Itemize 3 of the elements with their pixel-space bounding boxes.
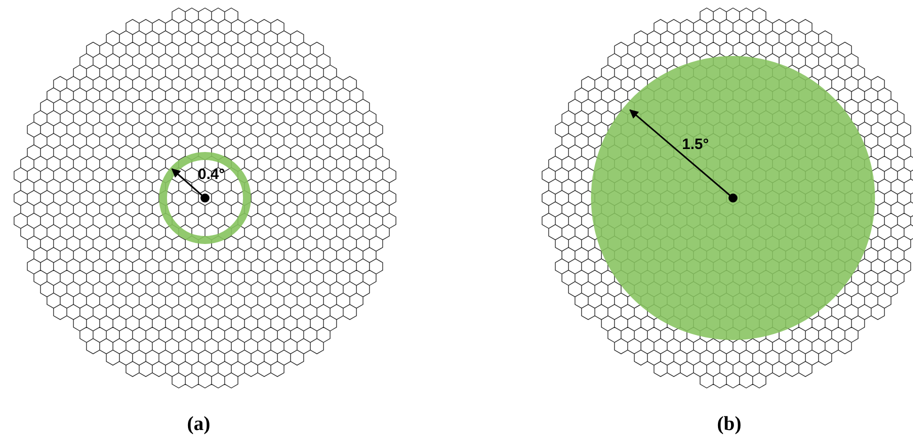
panel-label: (a) (187, 414, 210, 434)
angle-label: 1.5° (682, 137, 709, 152)
panel-label: (b) (717, 414, 742, 434)
